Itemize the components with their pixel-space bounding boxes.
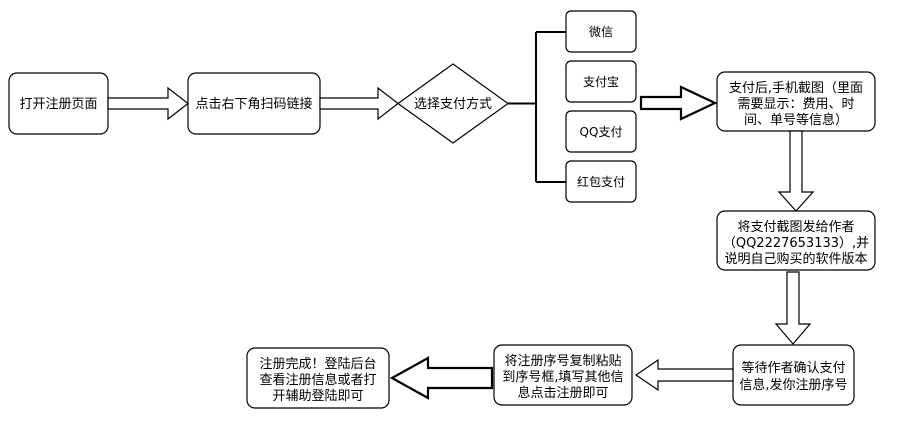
step-done-line-3: 开辅助登陆即可 <box>272 388 363 404</box>
step-paste-serial-line-3: 息点击注册即可 <box>517 385 608 401</box>
step-paste-serial-line-1: 将注册序号复制粘贴 <box>504 354 621 369</box>
step-open-register-label: 打开注册页面 <box>19 97 97 112</box>
decision-choose-payment: 选择支付方式 <box>396 63 510 144</box>
arrow-1-to-2 <box>107 86 189 121</box>
arrow-wait-to-paste <box>634 358 734 392</box>
arrow-send-to-wait <box>774 271 812 345</box>
step-wait-confirm: 等待作者确认支付 信息,发你注册序号 <box>732 344 855 406</box>
payment-option-alipay-label: 支付宝 <box>583 75 619 89</box>
step-screenshot-line-2: 需要显示：费用、时 <box>737 97 854 112</box>
step-send-author-line-1: 将支付截图发给作者 <box>737 219 854 235</box>
step-open-register: 打开注册页面 <box>8 72 109 135</box>
step-done-line-1: 注册完成！登陆后台 <box>259 356 376 372</box>
step-done-line-2: 查看注册信息或者打 <box>259 372 376 388</box>
step-send-author: 将支付截图发给作者 （QQ2227653133）,并 说明自己购买的软件版本 <box>716 210 876 271</box>
step-screenshot: 支付后,手机截图（里面 需要显示：费用、时 间、单号等信息） <box>716 71 876 132</box>
payment-option-redpacket-label: 红包支付 <box>577 174 625 189</box>
step-send-author-line-3: 说明自己购买的软件版本 <box>724 251 867 267</box>
arrow-options-to-screenshot <box>639 85 718 121</box>
step-scan-code-label: 点击右下角扫码链接 <box>195 96 312 112</box>
payment-option-wechat: 微信 <box>565 10 637 53</box>
step-paste-serial: 将注册序号复制粘贴 到序号框,填写其他信 息点击注册即可 <box>493 344 633 406</box>
arrow-screenshot-to-send <box>777 130 815 212</box>
step-screenshot-line-1: 支付后,手机截图（里面 <box>729 81 863 96</box>
payment-bracket <box>508 31 566 183</box>
step-done: 注册完成！登陆后台 查看注册信息或者打 开辅助登陆即可 <box>246 347 390 409</box>
payment-option-qq-label: QQ支付 <box>580 125 623 139</box>
step-wait-confirm-line-2: 信息,发你注册序号 <box>739 377 847 393</box>
step-wait-confirm-line-1: 等待作者确认支付 <box>741 360 845 376</box>
step-screenshot-line-3: 间、单号等信息） <box>744 112 848 128</box>
payment-option-wechat-label: 微信 <box>589 25 613 39</box>
decision-choose-payment-label: 选择支付方式 <box>414 96 492 112</box>
payment-option-qq: QQ支付 <box>565 110 637 153</box>
payment-option-redpacket: 红包支付 <box>565 160 637 203</box>
step-send-author-line-2: （QQ2227653133）,并 <box>723 236 869 251</box>
step-paste-serial-line-2: 到序号框,填写其他信 <box>502 370 623 385</box>
step-scan-code: 点击右下角扫码链接 <box>187 72 321 135</box>
arrow-2-to-3 <box>319 86 399 121</box>
arrow-paste-to-done <box>389 356 494 400</box>
payment-option-alipay: 支付宝 <box>565 60 637 103</box>
